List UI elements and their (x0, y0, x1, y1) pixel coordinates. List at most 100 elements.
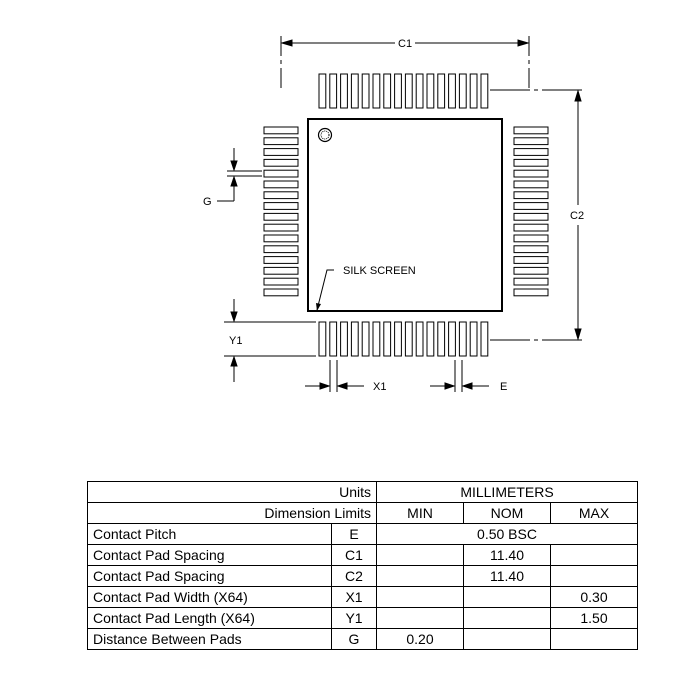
silk-screen-label: SILK SCREEN (343, 265, 416, 277)
contact-pad (372, 321, 381, 357)
min-cell: 0.20 (376, 628, 464, 650)
nom-cell (463, 586, 551, 608)
left-pad-column (263, 126, 299, 297)
symbol-cell: Y1 (331, 607, 377, 629)
symbol-cell: G (331, 628, 377, 650)
contact-pad (318, 321, 327, 357)
pin1-marker (317, 127, 333, 143)
g-dimension (217, 148, 262, 202)
contact-pad (263, 266, 299, 275)
dimension-limits-label: Dimension Limits (87, 502, 377, 524)
contact-pad (458, 73, 467, 109)
contact-pad (383, 73, 392, 109)
min-header: MIN (376, 502, 464, 524)
table-row: Contact Pad Length (X64)Y1 1.50 (87, 607, 638, 629)
x1-dimension (305, 360, 364, 392)
symbol-cell: X1 (331, 586, 377, 608)
contact-pad (415, 321, 424, 357)
contact-pad (513, 245, 549, 254)
contact-pad (263, 245, 299, 254)
contact-pad (263, 137, 299, 146)
contact-pad (513, 126, 549, 135)
nom-cell: 11.40 (463, 565, 551, 587)
contact-pad (329, 73, 338, 109)
contact-pad (426, 321, 435, 357)
contact-pad (372, 73, 381, 109)
contact-pad (513, 266, 549, 275)
contact-pad (263, 158, 299, 167)
contact-pad (394, 321, 402, 357)
min-cell (376, 565, 464, 587)
max-header: MAX (550, 502, 638, 524)
nom-cell (463, 607, 551, 629)
contact-pad (513, 169, 549, 178)
bottom-pad-row (318, 321, 489, 357)
contact-pad (263, 169, 299, 178)
silk-screen-leader: SILK SCREEN (316, 265, 416, 311)
contact-pad (263, 180, 299, 189)
contact-pad (426, 73, 435, 109)
contact-pad (361, 321, 370, 357)
contact-pad (513, 223, 549, 232)
contact-pad (263, 223, 299, 232)
contact-pad (448, 321, 456, 357)
e-label: E (500, 381, 507, 393)
contact-pad (469, 321, 478, 357)
symbol-cell: C1 (331, 544, 377, 566)
contact-pad (513, 202, 549, 210)
contact-pad (404, 321, 413, 357)
contact-pad (329, 321, 338, 357)
symbol-cell: C2 (331, 565, 377, 587)
dimension-name-cell: Contact Pad Length (X64) (87, 607, 332, 629)
contact-pad (513, 191, 549, 200)
value-cell: 0.50 BSC (376, 523, 638, 545)
contact-pad (383, 321, 392, 357)
contact-pad (469, 73, 478, 109)
contact-pad (448, 73, 456, 109)
max-cell (550, 565, 638, 587)
header-row: Dimension Limits MIN NOM MAX (87, 502, 638, 524)
c1-dimension (280, 36, 530, 92)
min-cell (376, 607, 464, 629)
g-label: G (203, 196, 212, 208)
contact-pad (404, 73, 413, 109)
contact-pad (350, 73, 359, 109)
contact-pad (513, 212, 549, 221)
contact-pad (263, 288, 299, 297)
top-pad-row (318, 73, 489, 109)
dimension-table: Units MILLIMETERS Dimension Limits MIN N… (87, 481, 638, 650)
contact-pad (318, 73, 327, 109)
contact-pad (513, 158, 549, 167)
nom-cell: 11.40 (463, 544, 551, 566)
dimension-name-cell: Contact Pitch (87, 523, 332, 545)
contact-pad (513, 137, 549, 146)
contact-pad (437, 73, 446, 109)
y1-label: Y1 (229, 335, 242, 347)
c1-label: C1 (398, 38, 412, 50)
contact-pad (513, 234, 549, 243)
contact-pad (263, 202, 299, 210)
contact-pad (361, 73, 370, 109)
contact-pad (394, 73, 402, 109)
dimension-name-cell: Contact Pad Spacing (87, 565, 332, 587)
land-pattern-drawing: SILK SCREEN C1 C2 G Y1 (203, 36, 586, 393)
contact-pad (513, 148, 549, 156)
units-value: MILLIMETERS (376, 481, 638, 503)
max-cell (550, 544, 638, 566)
contact-pad (513, 256, 549, 264)
contact-pad (458, 321, 467, 357)
contact-pad (480, 73, 489, 109)
contact-pad (513, 277, 549, 286)
c2-dimension (490, 89, 586, 341)
max-cell: 1.50 (550, 607, 638, 629)
min-cell (376, 544, 464, 566)
units-label: Units (87, 481, 377, 503)
contact-pad (415, 73, 424, 109)
contact-pad (340, 321, 348, 357)
dimension-name-cell: Contact Pad Width (X64) (87, 586, 332, 608)
